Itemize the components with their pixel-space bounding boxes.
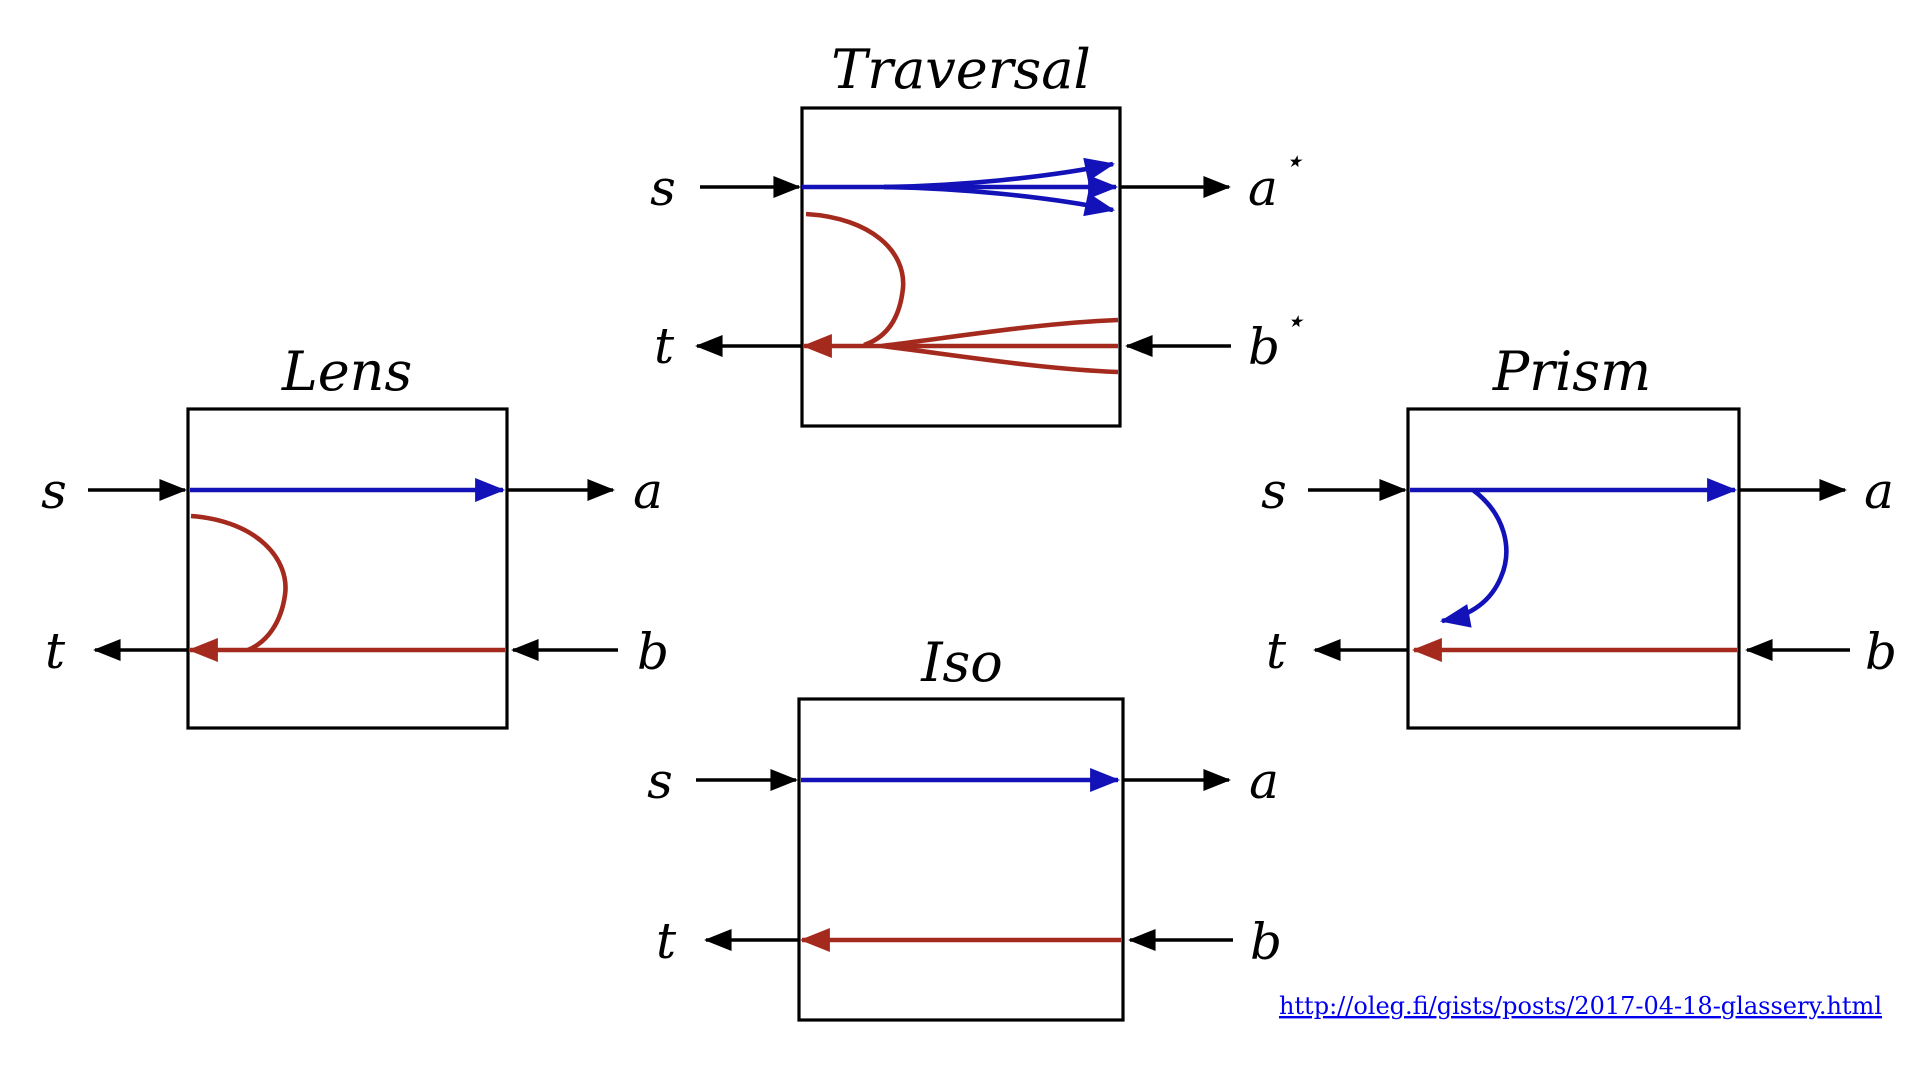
glassery-source-link[interactable]: http://oleg.fi/gists/posts/2017-04-18-gl…	[1279, 992, 1882, 1020]
iso-update-label: b	[1250, 913, 1282, 971]
prism-title: Prism	[1492, 340, 1651, 403]
prism-update-label: b	[1865, 623, 1897, 681]
traversal-red-fan-top	[881, 317, 1119, 349]
traversal-red-loop	[805, 211, 906, 348]
lens-focus-label: a	[633, 462, 663, 520]
traversal-focus-label: a	[1248, 159, 1278, 217]
prism-focus-label: a	[1864, 462, 1894, 520]
glassery-source-link-text[interactable]: http://oleg.fi/gists/posts/2017-04-18-gl…	[1279, 992, 1882, 1020]
traversal-target-label: t	[654, 317, 675, 375]
lens-update-label: b	[637, 623, 669, 681]
lens-box	[186, 407, 509, 730]
traversal-update-label: b	[1248, 318, 1280, 376]
traversal-box	[800, 106, 1122, 428]
iso-source-label: s	[647, 752, 673, 810]
lens-source-label: s	[41, 462, 67, 520]
iso-box	[797, 697, 1125, 1022]
lens-target-label: t	[45, 622, 66, 680]
prism-target-label: t	[1266, 622, 1287, 680]
prism-diagram: Prism s a t b	[1261, 340, 1897, 730]
traversal-diagram: Traversal s a ⋆ t b ⋆	[650, 38, 1305, 428]
traversal-red-fan-bottom	[881, 343, 1119, 375]
traversal-focus-star-icon: ⋆	[1283, 141, 1304, 180]
traversal-blue-fan-top	[883, 157, 1116, 190]
prism-box	[1406, 407, 1741, 730]
lens-red-loop	[190, 513, 288, 653]
iso-focus-label: a	[1249, 752, 1279, 810]
iso-diagram: Iso s a t b	[647, 631, 1282, 1022]
traversal-update-star-icon: ⋆	[1284, 301, 1305, 340]
prism-source-label: s	[1261, 462, 1287, 520]
lens-diagram: Lens s a t b	[41, 340, 669, 730]
traversal-source-label: s	[650, 159, 676, 217]
lens-title: Lens	[281, 340, 412, 403]
iso-title: Iso	[920, 631, 1003, 694]
iso-target-label: t	[656, 912, 677, 970]
prism-blue-match-loop	[1439, 488, 1509, 628]
traversal-blue-fan-bottom	[883, 184, 1116, 217]
traversal-title: Traversal	[831, 38, 1090, 101]
